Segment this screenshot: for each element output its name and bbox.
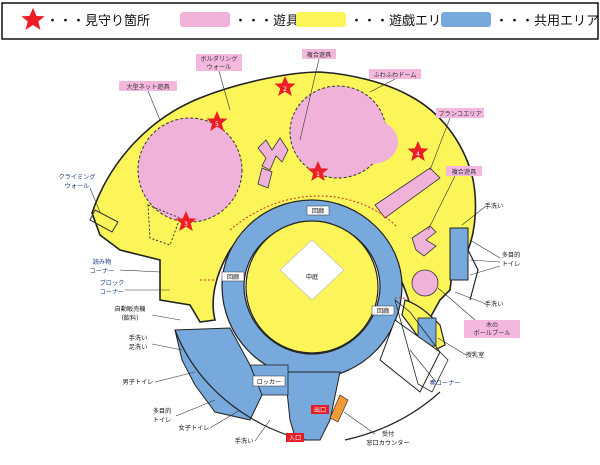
svg-text:1: 1	[316, 171, 320, 178]
svg-text:複合遊具: 複合遊具	[452, 168, 477, 176]
svg-text:トイレ: トイレ	[153, 417, 172, 424]
svg-text:3: 3	[184, 221, 188, 228]
watch-point-4: 4	[407, 141, 429, 161]
label-reading: 読み物 コーナー	[90, 258, 115, 275]
svg-text:ウォール: ウォール	[65, 182, 90, 190]
combo-equipment-1b	[257, 167, 273, 189]
fuwafuwa-dome	[289, 85, 398, 179]
label-entrance: 入口	[286, 433, 304, 442]
label-reception: 受付 窓口カウンター	[366, 430, 409, 447]
toilet-block-left	[174, 327, 263, 421]
label-corridor-left: 回廊	[221, 271, 245, 282]
tag-combo-1: 複合遊具	[302, 49, 336, 59]
label-vending: 自動販売機 （飲料）	[115, 305, 146, 322]
legend-play-swatch	[180, 12, 230, 27]
label-multi-toilet-1: 多目的 トイレ	[153, 407, 172, 424]
svg-text:足洗い: 足洗い	[129, 343, 148, 351]
climbing-wall	[89, 209, 119, 233]
label-hand-foot: 手洗い 足洗い	[129, 334, 148, 351]
svg-text:入口: 入口	[289, 435, 301, 442]
label-corridor-top: 回廊	[306, 205, 330, 216]
svg-text:多目的: 多目的	[153, 407, 172, 415]
label-corridor-right: 回廊	[371, 305, 395, 316]
combo-equipment-1	[257, 137, 289, 171]
dotted-boundary	[200, 195, 410, 299]
label-hand-wash-2: 手洗い	[485, 202, 504, 210]
tag-fuwafuwa: ふわふわドーム	[369, 69, 421, 79]
watch-point-1: 1	[307, 161, 329, 181]
svg-text:回廊: 回廊	[377, 307, 389, 315]
legend-area-swatch	[296, 12, 346, 27]
label-locker: ロッカー	[252, 375, 286, 387]
legend-watch-label: ・・・見守り箇所	[46, 13, 150, 29]
svg-text:多目的: 多目的	[502, 251, 521, 259]
svg-text:自動販売機: 自動販売機	[115, 305, 146, 313]
tag-swing: ブランコエリア	[436, 108, 484, 118]
svg-text:2: 2	[283, 86, 287, 93]
svg-text:ボールプール: ボールプール	[473, 329, 510, 337]
svg-text:窓口カウンター: 窓口カウンター	[366, 439, 409, 447]
label-multi-toilet-2: 多目的 トイレ	[502, 251, 521, 268]
wood-ball-pool	[411, 269, 439, 297]
svg-text:奏コーナー: 奏コーナー	[430, 379, 461, 387]
label-field: 中庭	[306, 273, 318, 281]
svg-text:4: 4	[416, 151, 420, 158]
svg-text:出口: 出口	[314, 406, 326, 414]
label-girls-toilet: 女子トイレ	[179, 424, 210, 432]
svg-text:回廊: 回廊	[312, 207, 324, 215]
swing-area	[374, 167, 441, 219]
svg-text:手洗い: 手洗い	[129, 334, 148, 342]
field-infield	[279, 239, 345, 301]
tag-combo-2: 複合遊具	[446, 166, 482, 176]
svg-text:複合遊具: 複合遊具	[307, 51, 332, 59]
svg-text:ボルダリング: ボルダリング	[200, 55, 237, 63]
label-block: ブロック コーナー	[100, 279, 125, 296]
legend-common-label: ・・・共用エリア	[495, 14, 599, 29]
reception-counter	[329, 394, 349, 423]
watch-point-5: 5	[206, 111, 228, 131]
svg-text:コーナー: コーナー	[90, 268, 115, 275]
svg-text:ふわふわドーム: ふわふわドーム	[373, 72, 416, 79]
svg-text:コーナー: コーナー	[100, 289, 125, 296]
svg-text:ロッカー: ロッカー	[257, 379, 282, 386]
svg-text:クライミング: クライミング	[58, 173, 95, 181]
label-hand-wash-3: 手洗い	[485, 300, 504, 308]
corridor-right-walkway	[394, 298, 449, 393]
legend: ・・・見守り箇所 ・・・遊具 ・・・遊戯エリア ・・・共用エリア	[1, 2, 599, 40]
svg-text:トイレ: トイレ	[502, 261, 521, 268]
svg-text:受付: 受付	[382, 430, 394, 438]
svg-text:ブランコエリア: ブランコエリア	[438, 110, 481, 118]
label-exit: 出口	[311, 405, 329, 414]
leader-lines	[89, 58, 501, 442]
legend-common-swatch	[441, 12, 491, 27]
legend-play-label: ・・・遊具	[234, 14, 299, 29]
combo-equipment-2	[411, 225, 437, 257]
svg-text:大型ネット遊具: 大型ネット遊具	[126, 83, 169, 91]
svg-text:ブロック: ブロック	[100, 279, 125, 287]
watch-point-2: 2	[274, 76, 296, 96]
label-boys-toilet: 男子トイレ	[123, 379, 154, 386]
svg-text:ウォール: ウォール	[207, 63, 232, 71]
label-hand-wash-1: 手洗い	[235, 437, 254, 445]
label-corner: 奏コーナー	[430, 379, 461, 387]
tag-big-net: 大型ネット遊具	[119, 81, 177, 91]
svg-text:5: 5	[215, 121, 219, 128]
label-nursing: 授乳室	[466, 351, 485, 359]
toilet-block-right	[449, 227, 469, 281]
tag-bouldering: ボルダリング ウォール	[196, 54, 242, 71]
svg-text:読み物: 読み物	[93, 258, 112, 266]
legend-area-label: ・・・遊戯エリア	[350, 14, 454, 29]
svg-text:（飲料）: （飲料）	[118, 314, 143, 322]
label-climbing-wall: クライミング ウォール	[58, 173, 95, 190]
svg-text:回廊: 回廊	[227, 273, 239, 281]
tag-wood-pool: 木の ボールプール	[464, 320, 520, 338]
watch-point-3: 3	[175, 211, 197, 231]
svg-text:木の: 木の	[486, 321, 498, 329]
